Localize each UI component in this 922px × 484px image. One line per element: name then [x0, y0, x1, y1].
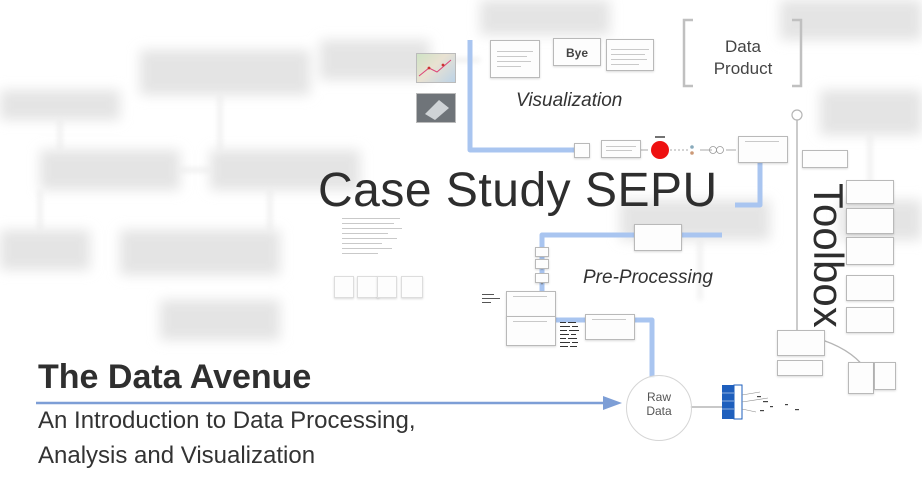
- card-overview[interactable]: [490, 40, 540, 78]
- raw-data-table-icon: [722, 385, 734, 419]
- mini-table-2[interactable]: [357, 276, 379, 298]
- toolbox-label[interactable]: Toolbox: [805, 183, 852, 328]
- card-analysis[interactable]: [738, 136, 788, 163]
- card-step-c[interactable]: [535, 273, 549, 283]
- red-marker-dot: [651, 141, 669, 159]
- toolbox-card-7[interactable]: [777, 330, 825, 356]
- card-quality-check[interactable]: [506, 291, 556, 318]
- presentation-subtitle-line-2: Analysis and Visualization: [38, 442, 316, 469]
- data-product-bracket-left: [682, 18, 693, 88]
- presentation-title: The Data Avenue: [38, 358, 312, 396]
- checklist-snippet: [560, 322, 579, 347]
- case-study-title: Case Study SEPU: [318, 164, 718, 217]
- card-bye[interactable]: Bye: [553, 38, 601, 66]
- toolbox-card-1[interactable]: [802, 150, 848, 168]
- card-transform[interactable]: [585, 314, 635, 340]
- card-summary[interactable]: [606, 39, 654, 71]
- mini-table-4[interactable]: [401, 276, 423, 298]
- data-product-bracket-right: [792, 18, 803, 88]
- toolbox-card-5[interactable]: [846, 275, 894, 301]
- toolbox-screenshot-1[interactable]: [848, 362, 874, 394]
- mini-table-3[interactable]: [377, 276, 397, 298]
- bye-label: Bye: [565, 46, 588, 60]
- card-small-a[interactable]: [574, 143, 590, 158]
- photo-thumbnail[interactable]: [416, 93, 456, 123]
- path-branch: [735, 150, 763, 208]
- toolbox-card-6[interactable]: [846, 307, 894, 333]
- card-cleaning[interactable]: [506, 316, 556, 346]
- mini-table-1[interactable]: [334, 276, 354, 298]
- presentation-subtitle-line-1: An Introduction to Data Processing,: [38, 407, 416, 434]
- map-thumbnail[interactable]: [416, 53, 456, 83]
- pre-processing-label[interactable]: Pre-Processing: [583, 267, 713, 288]
- card-step-b[interactable]: [535, 259, 549, 269]
- card-small-b[interactable]: [601, 140, 641, 158]
- card-step-a[interactable]: [535, 247, 549, 257]
- code-snippet: [482, 294, 500, 303]
- toolbox-screenshot-2[interactable]: [874, 362, 896, 390]
- toolbox-card-3[interactable]: [846, 208, 894, 234]
- avenue-arrow-head: [603, 396, 622, 410]
- notes-block: [342, 218, 404, 258]
- toolbox-card-8[interactable]: [777, 360, 823, 376]
- visualization-label[interactable]: Visualization: [516, 90, 623, 111]
- path-to-raw-data: [542, 317, 655, 378]
- card-preprocessing-frame[interactable]: [634, 224, 682, 251]
- path-visualization: [467, 40, 575, 153]
- toolbox-card-2[interactable]: [846, 180, 894, 204]
- toolbox-card-4[interactable]: [846, 237, 894, 265]
